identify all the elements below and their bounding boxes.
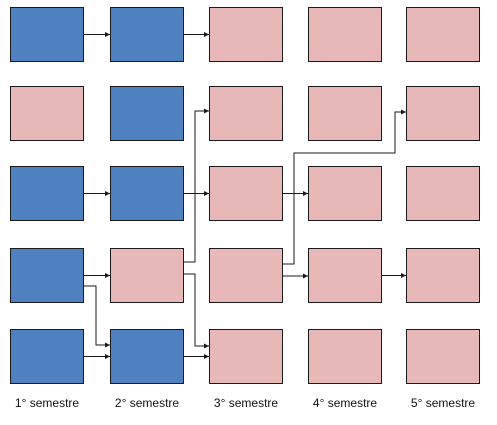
course-box-todo <box>406 166 480 221</box>
course-box-todo <box>406 86 480 141</box>
course-box-todo <box>406 248 480 303</box>
course-box-todo <box>406 7 480 62</box>
course-box-todo <box>209 166 283 221</box>
semester-label: 2° semestre <box>114 396 180 410</box>
course-box-todo <box>308 166 382 221</box>
semester-label: 4° semestre <box>312 396 378 410</box>
course-box-todo <box>209 7 283 62</box>
semester-label: 5° semestre <box>410 396 476 410</box>
course-box-done <box>110 329 184 384</box>
course-box-done <box>10 166 84 221</box>
semester-label: 3° semestre <box>213 396 279 410</box>
course-box-done <box>10 7 84 62</box>
course-box-done <box>110 166 184 221</box>
course-box-done <box>110 86 184 141</box>
semester-label: 1° semestre <box>14 396 80 410</box>
course-box-todo <box>209 329 283 384</box>
prerequisite-arrow <box>184 273 209 349</box>
course-box-done <box>10 329 84 384</box>
course-box-done <box>110 7 184 62</box>
course-box-todo <box>308 248 382 303</box>
course-box-todo <box>209 248 283 303</box>
course-box-todo <box>10 86 84 141</box>
course-box-todo <box>406 329 480 384</box>
course-box-todo <box>209 86 283 141</box>
course-box-todo <box>308 86 382 141</box>
course-box-todo <box>308 7 382 62</box>
prerequisite-arrow <box>184 108 209 263</box>
course-box-todo <box>308 329 382 384</box>
prerequisite-arrow <box>283 109 406 265</box>
course-box-todo <box>110 248 184 303</box>
prerequisite-arrow <box>84 285 110 348</box>
course-box-done <box>10 248 84 303</box>
